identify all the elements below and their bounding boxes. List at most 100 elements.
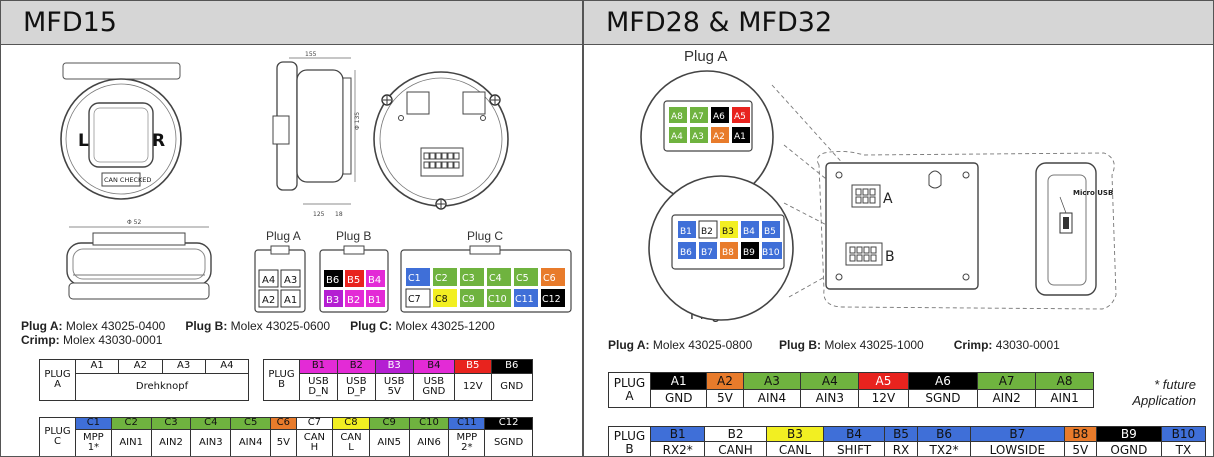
micro-usb-label: Micro USB: [1073, 189, 1113, 197]
pin-header: A4: [204, 359, 250, 374]
pin-value: GND: [490, 373, 534, 401]
pin-value: AIN5: [368, 429, 410, 456]
pin-value: AIN4: [230, 429, 272, 456]
pin-header: B2: [336, 359, 376, 374]
pin-header: C2: [110, 417, 152, 430]
mfd15-back-view: [373, 71, 509, 210]
pin-b6: B6: [326, 275, 339, 286]
pin-b4: B4: [743, 227, 755, 237]
plug-a-connector: A4 A3 A2 A1: [254, 245, 306, 313]
pin-value: 5V: [270, 429, 297, 456]
dim-width: 155: [305, 51, 317, 58]
pin-a4: A4: [262, 275, 275, 286]
pin-header: A2: [118, 359, 163, 374]
pin-c10: C10: [488, 294, 507, 305]
display-letter-l: L: [78, 131, 89, 151]
pin-value: AIN2: [150, 429, 192, 456]
pin-b8: B8: [722, 248, 734, 258]
mfd15-crimp-caption: Crimp: Molex 43030-0001: [21, 333, 163, 347]
pin-header: C11: [448, 417, 486, 430]
pin-header: B5: [454, 359, 492, 374]
mfd15-title: MFD15: [1, 1, 582, 45]
pin-value: 5V: [1063, 441, 1097, 456]
pin-header: B8: [1063, 426, 1097, 442]
pin-header: B3: [374, 359, 414, 374]
pin-c7: C7: [408, 294, 421, 305]
connector-a-label: A: [883, 191, 893, 207]
pin-a6: A6: [713, 112, 725, 122]
display-letter-r: R: [152, 131, 165, 151]
pin-c8: C8: [435, 294, 448, 305]
pin-value: CANH: [704, 441, 767, 456]
pin-a4: A4: [671, 132, 683, 142]
pin-b6: B6: [680, 248, 692, 258]
pin-a5: A5: [734, 112, 746, 122]
pin-header: B10: [1160, 426, 1207, 442]
pin-b2: B2: [347, 295, 360, 306]
pin-value: CANL: [765, 441, 825, 456]
mfd15-side-view: 155 Φ 135 125 18: [272, 51, 361, 218]
dim-bezel: 18: [335, 211, 343, 218]
pin-header: C9: [368, 417, 410, 430]
pin-a2: A2: [262, 295, 275, 306]
mfd28-32-title: MFD28 & MFD32: [584, 1, 1213, 45]
pin-b3: B3: [326, 295, 339, 306]
pin-a7: A7: [692, 112, 704, 122]
pin-header: C3: [150, 417, 192, 430]
pin-header: B5: [883, 426, 919, 442]
pin-header: B9: [1095, 426, 1162, 442]
plug-c-connector: C1 C2 C3 C4 C5 C6 C7 C8 C9 C10 C11 C12: [400, 245, 572, 313]
dim-depth: 125: [313, 211, 325, 218]
pin-b5: B5: [764, 227, 776, 237]
dim-diameter: Φ 135: [354, 112, 361, 130]
pin-value: Drehknopf: [75, 373, 249, 401]
can-checked-logo: CAN CHECKED: [104, 176, 151, 184]
pin-header: B6: [490, 359, 534, 374]
pin-header: A8: [1035, 372, 1094, 390]
pin-value: RX: [883, 441, 919, 456]
pin-header: B2: [704, 426, 767, 442]
pin-c6: C6: [543, 273, 556, 284]
pin-header: C12: [484, 417, 533, 430]
pin-header: B4: [823, 426, 885, 442]
pin-b9: B9: [743, 248, 755, 258]
pin-header: B1: [649, 426, 706, 442]
pin-b10: B10: [762, 248, 780, 258]
mfd28-caption: Plug A: Molex 43025-0800 Plug B: Molex 4…: [608, 338, 1060, 352]
plug-b-label: Plug B: [336, 229, 372, 243]
pin-value: TX: [1160, 441, 1207, 456]
pin-value: LOWSIDE: [970, 441, 1065, 456]
pin-header: C8: [332, 417, 370, 430]
pin-header: B4: [412, 359, 456, 374]
pin-b1: B1: [680, 227, 692, 237]
pin-header: A3: [742, 372, 802, 390]
pin-header: B6: [917, 426, 972, 442]
pin-c2: C2: [435, 273, 448, 284]
pin-a1: A1: [284, 295, 297, 306]
mfd15-front-view: L R CAN CHECKED: [60, 62, 182, 200]
pin-header: C6: [270, 417, 297, 430]
mfd28-32-panel: MFD28 & MFD32 Plug A Plug B A8 A7 A6 A5 …: [583, 0, 1214, 457]
pin-value: AIN2: [977, 389, 1037, 408]
mfd15-top-view: Φ 52: [66, 219, 212, 300]
pin-value: AIN6: [408, 429, 450, 456]
plug-b-connector: B6 B5 B4 B3 B2 B1: [319, 245, 389, 313]
pin-header: C4: [190, 417, 232, 430]
pin-a1: A1: [734, 132, 746, 142]
pin-value: 5V: [706, 389, 744, 408]
plug-a-label: Plug A: [266, 229, 301, 243]
pin-value: SGND: [484, 429, 533, 456]
pin-header: C10: [408, 417, 450, 430]
